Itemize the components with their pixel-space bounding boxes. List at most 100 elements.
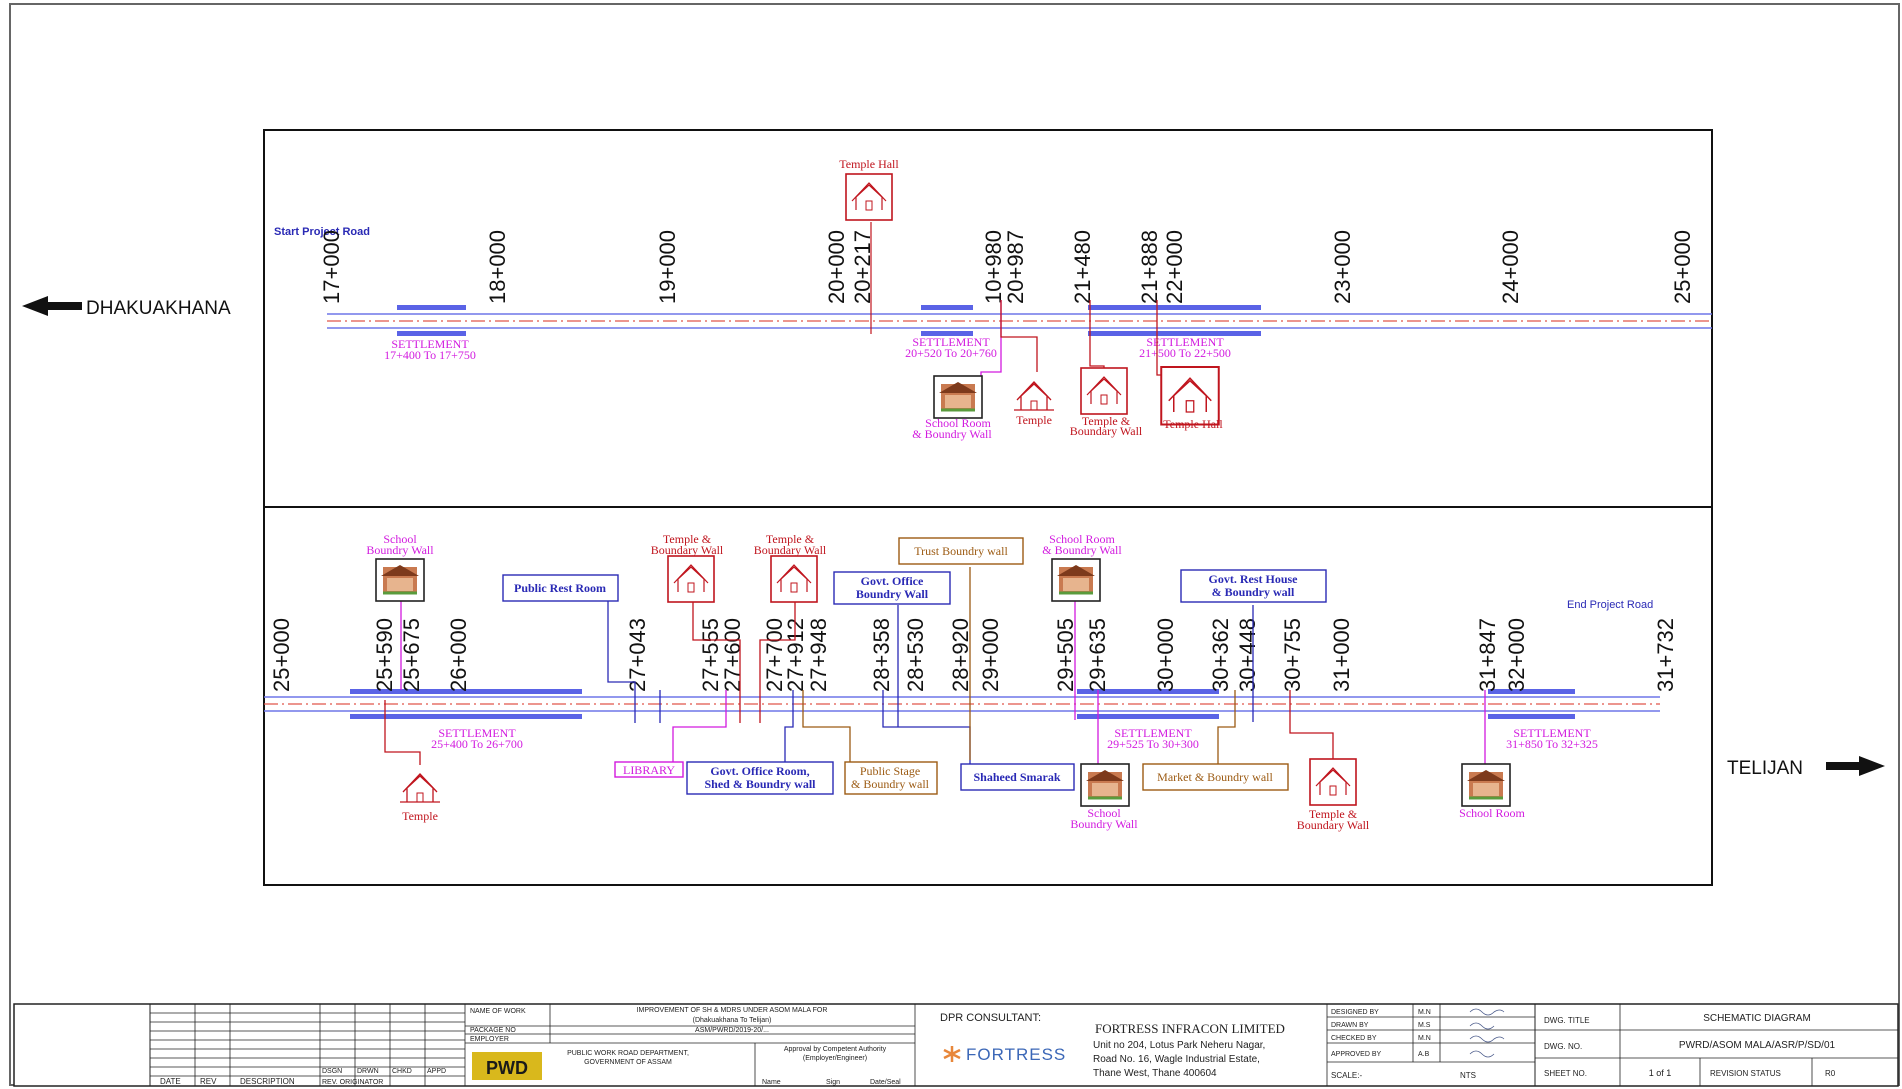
pwd-logo: PWD: [472, 1052, 542, 1080]
chainage-label: 27+948: [806, 618, 831, 692]
chainage-label: 23+000: [1330, 230, 1355, 304]
chainage-label: 17+000: [319, 230, 344, 304]
govt-office-room-label: Govt. Office Room,: [710, 764, 809, 778]
govt-office-label: Govt. Office: [861, 574, 924, 588]
address-line-1: Unit no 204, Lotus Park Neheru Nagar,: [1093, 1040, 1265, 1051]
temple-boundary-icon-2: [771, 556, 817, 602]
role-drawn-by: M.S: [1418, 1022, 1431, 1029]
dwg-title-label: DWG. TITLE: [1544, 1016, 1590, 1025]
role-checked: CHECKED BY: [1331, 1035, 1377, 1042]
temple-boundary-label-2: Boundary Wall: [1070, 424, 1143, 438]
govt-rest-house-label: Govt. Rest House: [1209, 572, 1299, 586]
road-line-2: [264, 689, 1660, 719]
chainage-label: 25+590: [372, 618, 397, 692]
chainage-label: 30+448: [1235, 618, 1260, 692]
rev-header-dsgn: DSGN: [322, 1068, 342, 1075]
road-line-1: [327, 305, 1712, 336]
govt-rest-house-label-2: & Boundry wall: [1212, 585, 1295, 599]
rev-header-appd: APPD: [427, 1068, 446, 1075]
school-room-label-2: & Boundry Wall: [1042, 543, 1122, 557]
chainage-label: 25+675: [399, 618, 424, 692]
chainage-label: 22+000: [1162, 230, 1187, 304]
rev-header-drwn: DRWN: [357, 1068, 379, 1075]
chainage-label: 28+530: [903, 618, 928, 692]
temple-hall-label: Temple Hall: [839, 157, 899, 171]
school-label-bottom-2: Boundry Wall: [1070, 817, 1138, 831]
shaheed-smarak-label: Shaheed Smarak: [973, 770, 1060, 784]
chainage-labels-2: 25+000 25+590 25+675 26+000 27+043 27+55…: [269, 618, 1678, 692]
chainage-label: 19+000: [655, 230, 680, 304]
govt-office-room-label-2: Shed & Boundry wall: [704, 777, 816, 791]
role-approved: APPROVED BY: [1331, 1051, 1382, 1058]
package-no: ASM/PWRD/2019-20/...: [695, 1027, 769, 1034]
package-label: PACKAGE NO: [470, 1027, 516, 1034]
rev-header-chkd: CHKD: [392, 1068, 412, 1075]
chainage-label: 21+888: [1137, 230, 1162, 304]
temple-label: Temple: [1016, 413, 1052, 427]
school-room-icon: [1052, 559, 1100, 601]
rev-header-rev: REV: [200, 1077, 217, 1086]
library-label: LIBRARY: [623, 763, 675, 777]
role-checked-by: M.N: [1418, 1035, 1431, 1042]
settlement-range: 25+400 To 26+700: [431, 737, 523, 751]
revision-status-label: REVISION STATUS: [1710, 1069, 1781, 1078]
chainage-label: 27+600: [720, 618, 745, 692]
chainage-label: 29+000: [978, 618, 1003, 692]
school-icon-2: [1081, 764, 1129, 806]
work-line-1: IMPROVEMENT OF SH & MDRS UNDER ASOM MALA…: [637, 1007, 828, 1014]
panel-2: End Project Road 25+000 25+590 25+675 26…: [264, 532, 1678, 832]
approval-line-2: (Employer/Engineer): [803, 1055, 867, 1062]
chainage-label: 25+000: [1670, 230, 1695, 304]
temple-boundary-label-2: Boundary Wall: [754, 543, 827, 557]
chainage-label: 21+480: [1070, 230, 1095, 304]
temple-icon: [1014, 382, 1054, 410]
chainage-label: 27+043: [625, 618, 650, 692]
settlement-range: 29+525 To 30+300: [1107, 737, 1199, 751]
address-line-2: Road No. 16, Wagle Industrial Estate,: [1093, 1054, 1260, 1065]
chainage-label: 32+000: [1504, 618, 1529, 692]
direction-right-label: TELIJAN: [1727, 758, 1803, 779]
trust-boundry-label: Trust Boundry wall: [914, 544, 1008, 558]
temple-hall-icon: [846, 174, 892, 220]
chainage-label: 29+505: [1053, 618, 1078, 692]
chainage-label: 20+987: [1003, 230, 1028, 304]
settlement-range: 31+850 To 32+325: [1506, 737, 1598, 751]
rev-header-description: DESCRIPTION: [240, 1077, 295, 1086]
chainage-label: 30+362: [1208, 618, 1233, 692]
employer-label: EMPLOYER: [470, 1036, 509, 1043]
approval-col-sign: Sign: [826, 1079, 840, 1086]
dept-line-2: GOVERNMENT OF ASSAM: [584, 1059, 672, 1066]
right-arrow-icon: [1826, 756, 1885, 776]
settlement-range: 17+400 To 17+750: [384, 348, 476, 362]
school-room-icon-2: [1462, 764, 1510, 806]
chainage-label: 18+000: [485, 230, 510, 304]
svg-text:PWD: PWD: [486, 1058, 528, 1078]
approval-line-1: Approval by Competent Authority: [784, 1046, 887, 1053]
approval-col-name: Name: [762, 1079, 781, 1086]
chainage-label: 29+635: [1085, 618, 1110, 692]
school-icon: [376, 559, 424, 601]
left-arrow-icon: [22, 296, 82, 316]
chainage-label: 25+000: [269, 618, 294, 692]
role-drawn: DRAWN BY: [1331, 1022, 1369, 1029]
rev-header-originator: REV. ORIGINATOR: [322, 1079, 383, 1086]
role-designed: DESIGNED BY: [1331, 1009, 1379, 1016]
public-stage-label-2: & Boundry wall: [851, 777, 930, 791]
chainage-label: 26+000: [446, 618, 471, 692]
sheet-no-label: SHEET NO.: [1544, 1069, 1587, 1078]
rev-header-date: DATE: [160, 1077, 181, 1086]
school-label-2: Boundry Wall: [366, 543, 434, 557]
dwg-title: SCHEMATIC DIAGRAM: [1703, 1013, 1811, 1024]
work-line-2: (Dhakuakhana To Telijan): [693, 1017, 772, 1024]
end-project-road-label: End Project Road: [1567, 599, 1653, 611]
company-name: FORTRESS INFRACON LIMITED: [1095, 1021, 1285, 1036]
chainage-label: 31+847: [1475, 618, 1500, 692]
scale-label: SCALE:-: [1331, 1071, 1362, 1080]
school-room-label-bottom: School Room: [1459, 806, 1525, 820]
role-designed-by: M.N: [1418, 1009, 1431, 1016]
temple-hall-icon-2: [1161, 367, 1219, 425]
chainage-label: 28+920: [948, 618, 973, 692]
public-rest-room-label: Public Rest Room: [514, 581, 606, 595]
chainage-label: 31+732: [1653, 618, 1678, 692]
